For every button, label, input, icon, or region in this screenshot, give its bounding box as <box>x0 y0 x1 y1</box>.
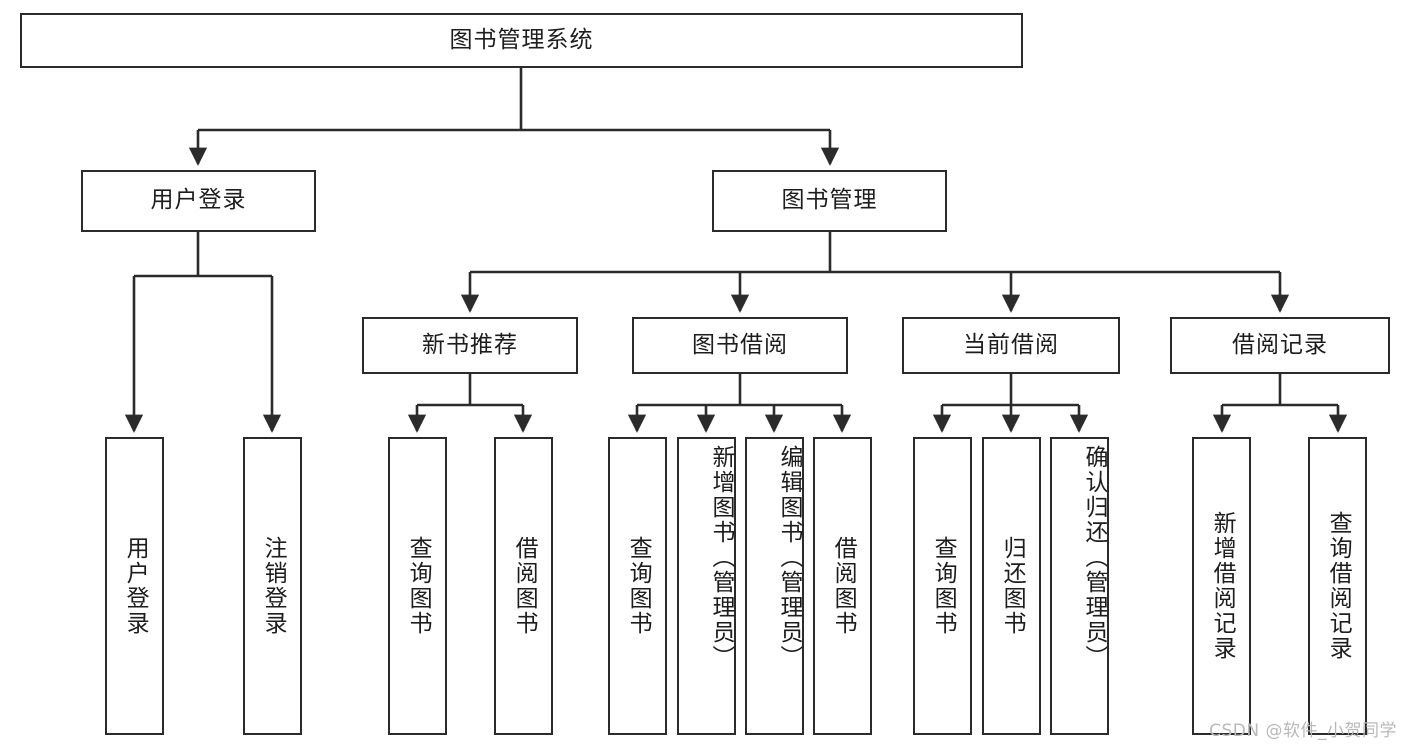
node-label: 归还图书 <box>999 536 1026 636</box>
node-label: 查询图书 <box>625 536 652 636</box>
node-borrow-record[interactable]: 借阅记录 <box>1170 317 1390 374</box>
node-label: 图书管理 <box>781 187 878 214</box>
leaf-query-book-3[interactable]: 查询图书 <box>913 437 972 735</box>
node-label: 新书推荐 <box>422 331 518 358</box>
node-label: 借阅记录 <box>1232 331 1328 358</box>
node-label: 图书借阅 <box>692 331 788 358</box>
node-label: 注销登录 <box>260 536 287 636</box>
leaf-query-book-2[interactable]: 查询图书 <box>608 437 667 735</box>
node-label: 借阅图书 <box>511 536 538 636</box>
node-current-borrow[interactable]: 当前借阅 <box>902 317 1120 374</box>
node-book-management[interactable]: 图书管理 <box>712 170 947 232</box>
node-book-management-system[interactable]: 图书管理系统 <box>20 13 1023 68</box>
watermark-text: CSDN @软件_小贺同学 <box>1209 721 1397 741</box>
node-label: 用户登录 <box>150 187 247 214</box>
leaf-user-login[interactable]: 用户登录 <box>105 437 164 735</box>
leaf-return-book[interactable]: 归还图书 <box>982 437 1041 735</box>
node-new-book-recommend[interactable]: 新书推荐 <box>362 317 578 374</box>
leaf-logout-login[interactable]: 注销登录 <box>243 437 302 735</box>
node-user-login[interactable]: 用户登录 <box>81 170 316 232</box>
node-label: 新增借阅记录 <box>1209 511 1236 661</box>
node-label: 新增图书（管理员） <box>708 445 734 670</box>
leaf-query-book-1[interactable]: 查询图书 <box>388 437 447 735</box>
node-label: 确认归还（管理员） <box>1081 445 1107 670</box>
leaf-borrow-book-2[interactable]: 借阅图书 <box>813 437 872 735</box>
leaf-borrow-book-1[interactable]: 借阅图书 <box>494 437 553 735</box>
node-label: 当前借阅 <box>963 331 1059 358</box>
leaf-edit-book[interactable]: 编辑图书（管理员） <box>745 437 804 735</box>
node-label: 编辑图书（管理员） <box>776 445 802 670</box>
leaf-query-borrow-record[interactable]: 查询借阅记录 <box>1308 437 1367 735</box>
node-label: 查询借阅记录 <box>1325 511 1352 661</box>
node-label: 用户登录 <box>122 536 149 636</box>
leaf-add-borrow-record[interactable]: 新增借阅记录 <box>1192 437 1251 735</box>
leaf-add-book[interactable]: 新增图书（管理员） <box>677 437 736 735</box>
node-label: 借阅图书 <box>830 536 857 636</box>
node-label: 查询图书 <box>930 536 957 636</box>
leaf-confirm-return[interactable]: 确认归还（管理员） <box>1050 437 1109 735</box>
node-book-borrow[interactable]: 图书借阅 <box>632 317 848 374</box>
node-label: 查询图书 <box>405 536 432 636</box>
node-label: 图书管理系统 <box>449 26 594 53</box>
